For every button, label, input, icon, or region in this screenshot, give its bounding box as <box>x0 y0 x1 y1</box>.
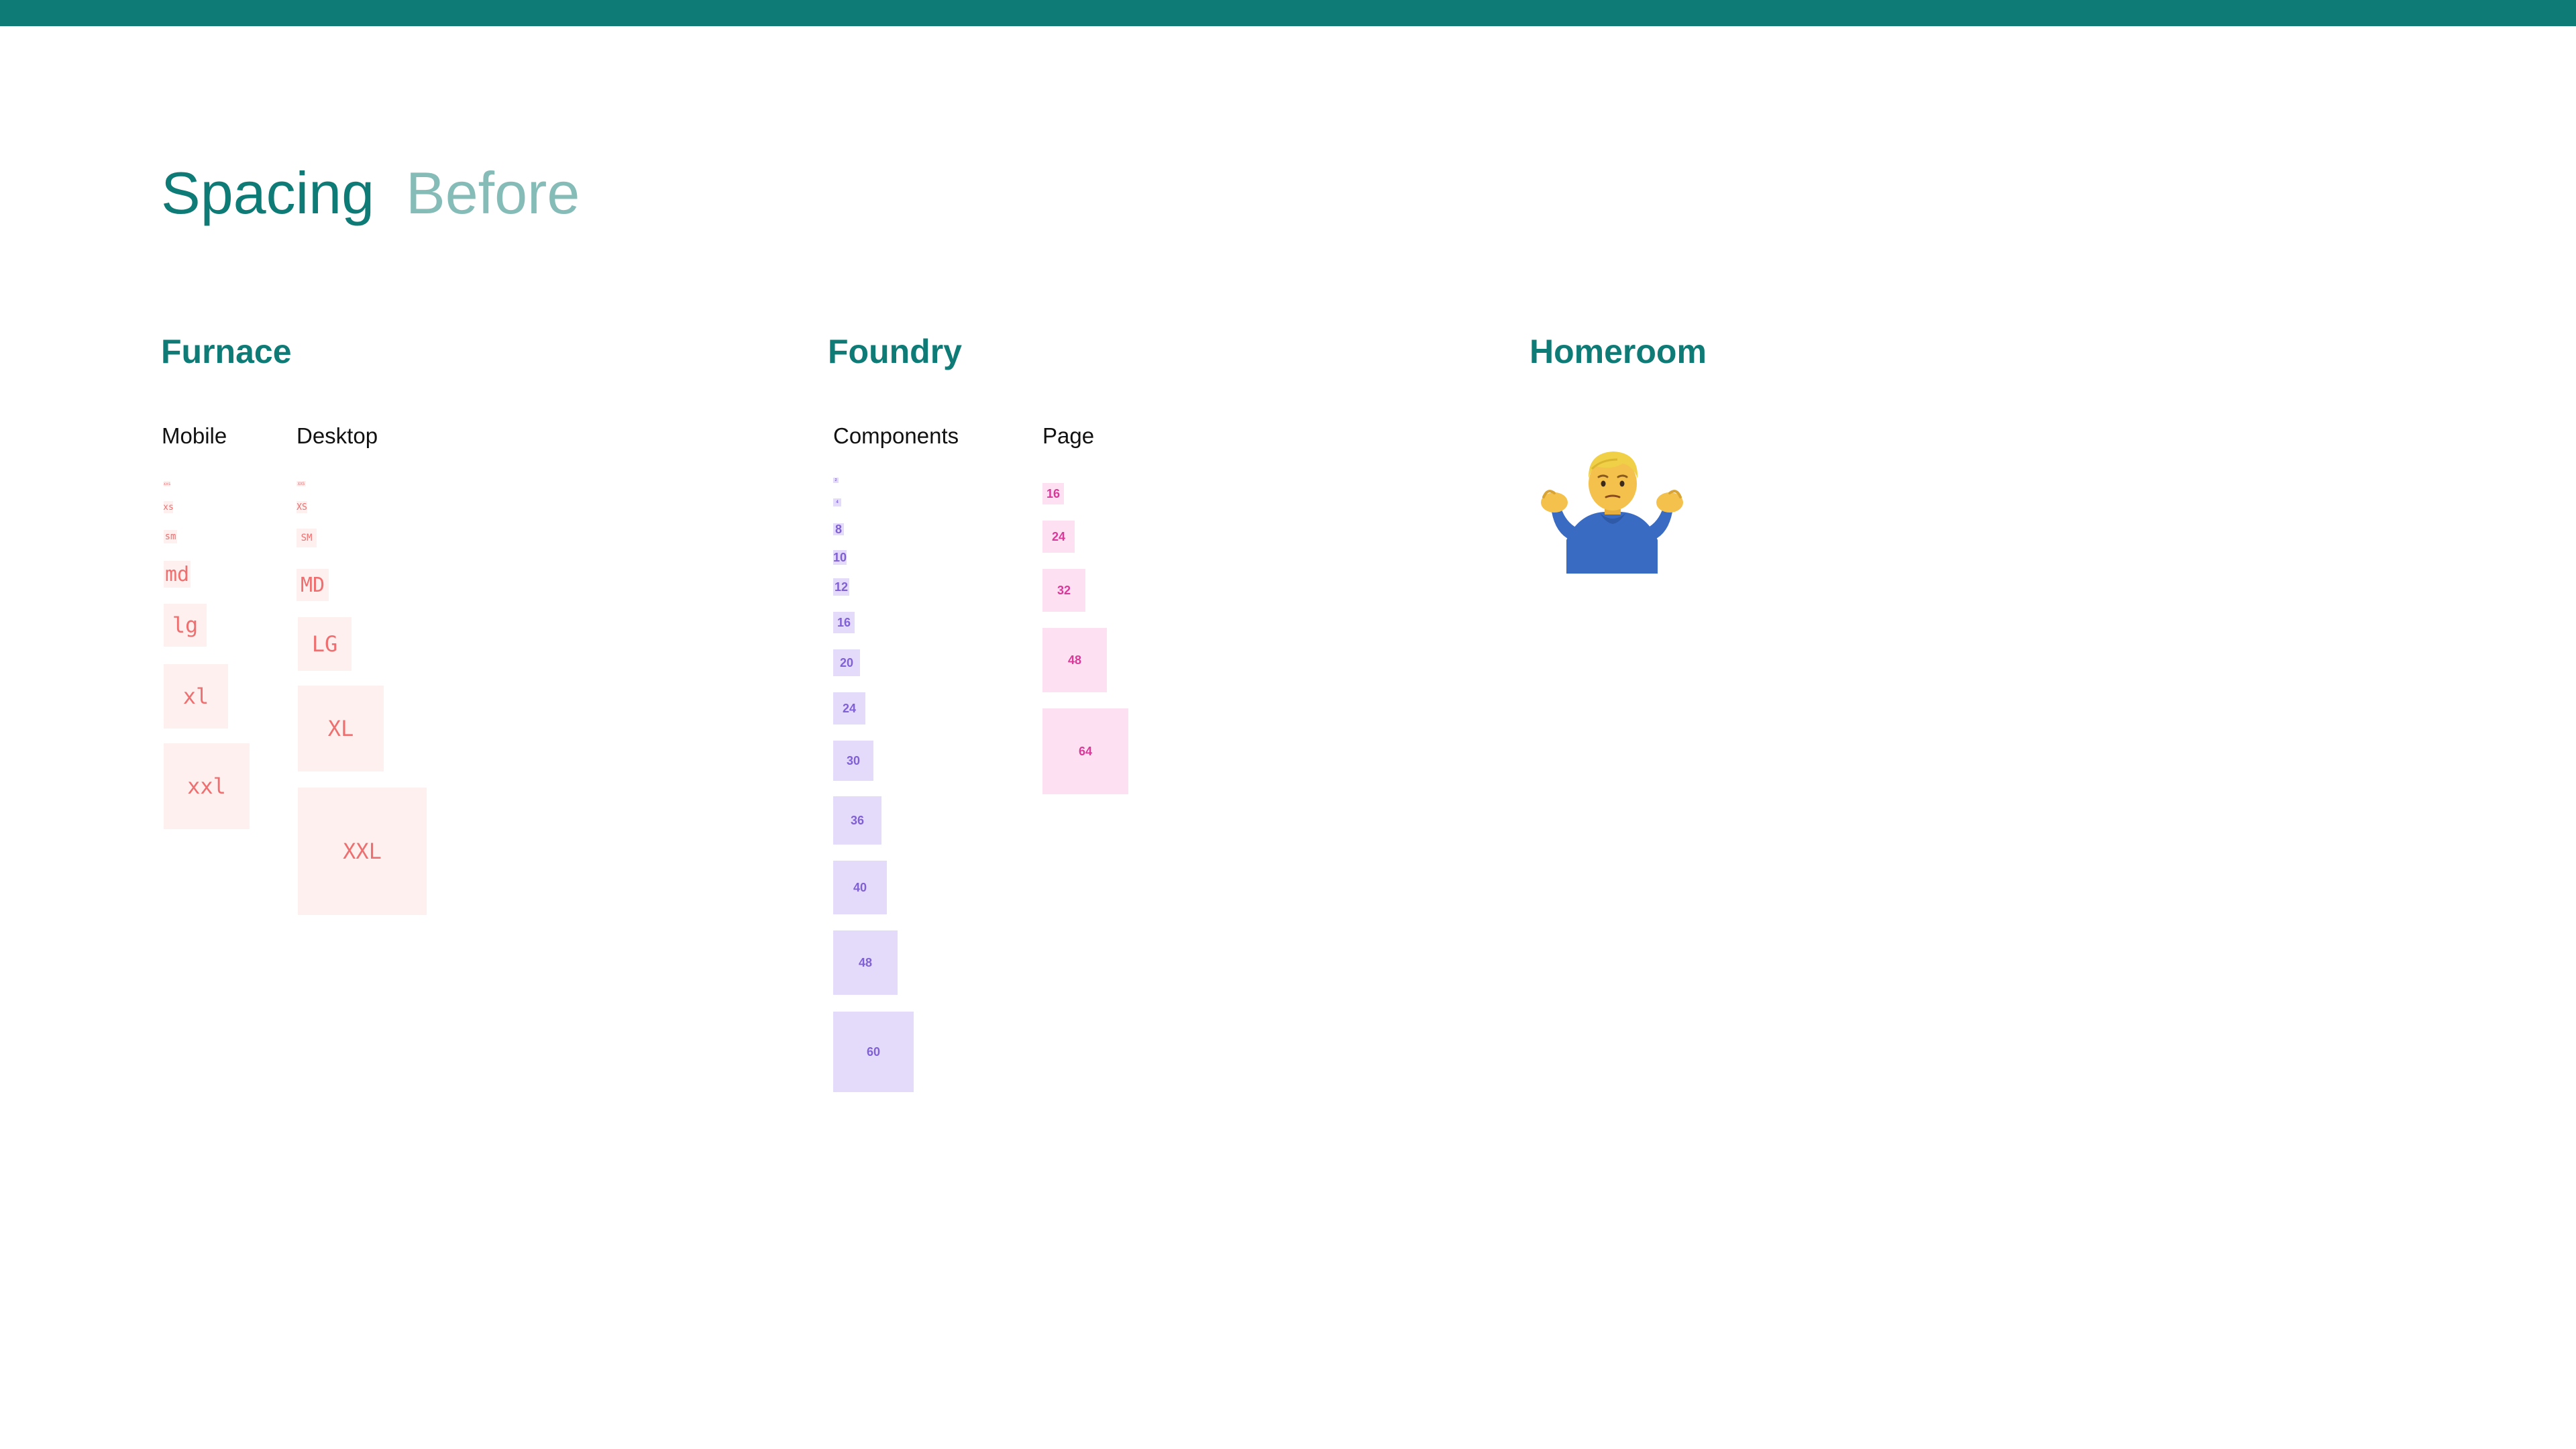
furnace-desktop-swatch-xs: XS <box>297 501 307 513</box>
furnace-desktop-swatch-xl: XL <box>298 686 384 771</box>
swatch-label: 20 <box>839 655 854 669</box>
foundry-component-swatch-30: 30 <box>833 741 873 781</box>
furnace-mobile-swatch-lg: lg <box>164 604 207 647</box>
swatch-label: XXS <box>297 481 305 486</box>
swatch-label: 12 <box>834 580 849 594</box>
foundry-component-swatch-48: 48 <box>833 930 898 995</box>
foundry-component-swatch-12: 12 <box>833 578 849 596</box>
furnace-mobile-label: Mobile <box>162 423 227 448</box>
swatch-label: 40 <box>853 880 867 894</box>
swatch-label: 64 <box>1078 744 1093 758</box>
swatch-label: 8 <box>835 522 842 536</box>
foundry-page-swatch-32: 32 <box>1042 569 1085 612</box>
swatch-label: 16 <box>837 615 851 629</box>
furnace-desktop-swatch-sm: SM <box>297 529 317 547</box>
foundry-component-swatch-36: 36 <box>833 796 881 845</box>
section-title-homeroom: Homeroom <box>1529 333 1707 370</box>
furnace-mobile-swatch-md: md <box>164 561 191 588</box>
swatch-label: XS <box>297 502 307 513</box>
swatch-label: sm <box>164 531 176 542</box>
furnace-desktop-swatch-xxl: XXL <box>298 788 427 915</box>
furnace-mobile-swatch-sm: sm <box>164 530 177 543</box>
person-shrugging-icon <box>1540 439 1684 574</box>
top-bar <box>0 0 2576 26</box>
swatch-label: 60 <box>866 1044 881 1059</box>
swatch-label: 24 <box>842 701 857 715</box>
page-subtitle: Before <box>406 160 580 226</box>
swatch-label: 16 <box>1046 486 1061 500</box>
swatch-label: xs <box>163 502 174 513</box>
foundry-page-swatch-64: 64 <box>1042 708 1128 794</box>
foundry-component-swatch-60: 60 <box>833 1012 914 1092</box>
foundry-component-swatch-40: 40 <box>833 861 887 914</box>
furnace-desktop-swatch-md: MD <box>297 569 329 601</box>
swatch-label: XL <box>327 716 354 741</box>
foundry-component-swatch-2: 2 <box>833 478 839 483</box>
swatch-label: 4 <box>836 500 839 504</box>
swatch-label: 48 <box>1067 653 1082 667</box>
swatch-label: XXL <box>343 839 382 864</box>
swatch-label: 10 <box>833 550 847 564</box>
furnace-desktop-label: Desktop <box>297 423 378 448</box>
swatch-label: lg <box>172 612 199 638</box>
foundry-component-swatch-20: 20 <box>833 649 860 676</box>
foundry-page-swatch-48: 48 <box>1042 628 1107 692</box>
swatch-label: 24 <box>1051 529 1066 543</box>
foundry-component-swatch-4: 4 <box>833 498 841 506</box>
swatch-label: 30 <box>846 753 861 767</box>
swatch-label: xxl <box>187 773 226 799</box>
furnace-desktop-swatch-xxs: XXS <box>297 481 306 486</box>
swatch-label: 2 <box>835 478 837 482</box>
swatch-label: 48 <box>858 955 873 969</box>
swatch-label: xxs <box>163 481 171 486</box>
foundry-components-label: Components <box>833 423 959 448</box>
swatch-label: 32 <box>1057 583 1071 597</box>
furnace-mobile-swatch-xxs: xxs <box>164 481 170 486</box>
swatch-label: MD <box>300 573 325 597</box>
foundry-page-swatch-16: 16 <box>1042 483 1064 504</box>
furnace-desktop-swatch-lg: LG <box>298 617 352 671</box>
foundry-page-swatch-24: 24 <box>1042 521 1075 553</box>
foundry-component-swatch-8: 8 <box>833 522 844 536</box>
foundry-component-swatch-24: 24 <box>833 692 865 724</box>
foundry-page-label: Page <box>1042 423 1095 448</box>
foundry-component-swatch-16: 16 <box>833 612 855 633</box>
furnace-mobile-swatch-xs: xs <box>163 501 174 513</box>
swatch-label: xl <box>182 684 209 709</box>
swatch-label: SM <box>301 533 313 543</box>
swatch-label: LG <box>311 631 338 657</box>
section-title-foundry: Foundry <box>828 333 962 370</box>
page-title: Spacing <box>161 160 375 226</box>
swatch-label: 36 <box>850 813 865 827</box>
furnace-mobile-swatch-xl: xl <box>164 664 228 729</box>
swatch-label: md <box>164 562 190 586</box>
section-title-furnace: Furnace <box>161 333 292 370</box>
furnace-mobile-swatch-xxl: xxl <box>164 743 250 829</box>
foundry-component-swatch-10: 10 <box>833 550 847 565</box>
